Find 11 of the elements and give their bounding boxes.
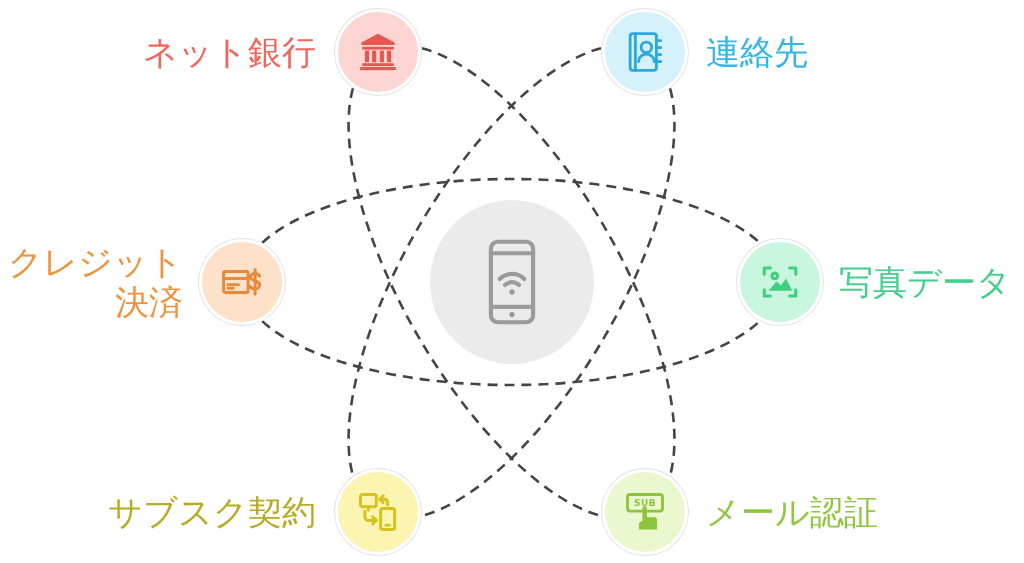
topic-label: ネット銀行 (143, 32, 316, 72)
dashed-connector (261, 320, 761, 387)
topic-label: クレジット決済 (7, 242, 183, 322)
topic-label: メール認証 (706, 492, 878, 532)
topic-label: 連絡先 (706, 32, 808, 72)
dashed-connector (347, 47, 602, 476)
topic-label: サブスク契約 (108, 492, 316, 532)
dashed-connector (421, 47, 676, 476)
screen-text: SUB (633, 498, 657, 508)
dashed-connector (261, 177, 761, 244)
topic-label: 写真データ (839, 262, 1011, 302)
